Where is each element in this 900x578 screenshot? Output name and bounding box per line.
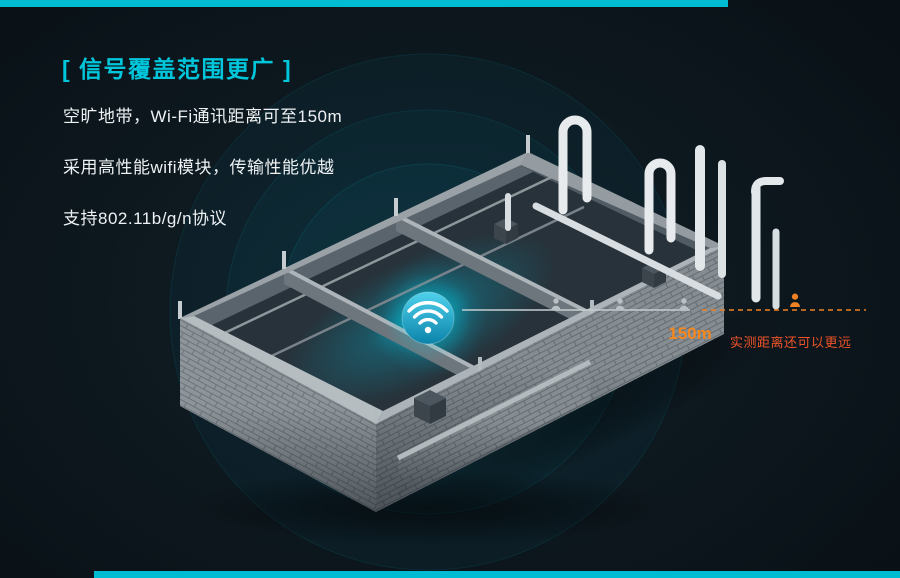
top-accent-bar [0,0,728,7]
vent-pipes [505,115,784,310]
partition-wall [395,213,593,330]
pipe [532,202,722,300]
distance-line [462,293,866,311]
bottom-accent-bar [94,571,900,578]
page-title: [ 信号覆盖范围更广 ] [62,56,293,82]
feature-line: 采用高性能wifi模块，传输性能优越 [63,158,335,177]
building-illustration [178,115,789,546]
pipe [644,158,676,255]
rim-pillars [178,135,594,425]
wifi-icon [384,274,472,362]
wifi-dot [424,326,432,334]
rim-front-left [180,316,383,424]
interior-pipe [209,173,557,342]
distance-label: 150m [668,324,712,343]
feature-line: 支持802.11b/g/n协议 [63,209,228,228]
building-shadow [411,305,789,511]
feature-list: 空旷地带，Wi-Fi通讯距离可至150m 采用高性能wifi模块，传输性能优越 … [63,102,342,255]
distance-note: 实测距离还可以更远 [730,335,852,350]
pipe [751,177,784,196]
equipment-box [414,390,446,424]
person-marker-far-icon [790,293,800,307]
pipe [558,115,592,215]
rim-back-left [180,152,528,318]
feature-line: 空旷地带，Wi-Fi通讯距离可至150m [63,107,343,126]
equipment-box [494,218,518,244]
wifi-arcs [407,301,449,325]
front-channel [396,359,592,496]
